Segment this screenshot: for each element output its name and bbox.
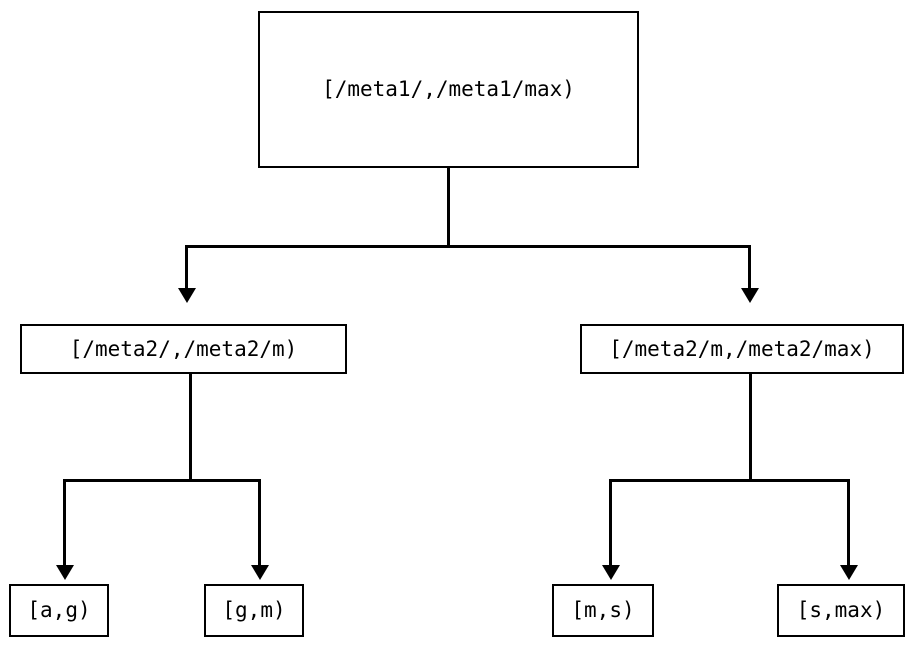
node-leaf-ms[interactable]: [m,s): [552, 584, 654, 637]
arrowhead-right-mid-to-leaf-ms: [602, 565, 620, 580]
connector-root-to-left-mid: [185, 245, 188, 289]
connector-root-to-right-mid: [748, 245, 751, 289]
connector-root-stem: [447, 168, 450, 247]
connector-root-bar: [185, 245, 751, 248]
node-right-mid[interactable]: [/meta2/m,/meta2/max): [580, 324, 904, 374]
node-leaf-gm-label: [g,m): [222, 598, 286, 622]
connector-right-mid-bar: [609, 479, 850, 482]
node-leaf-ag-label: [a,g): [27, 598, 91, 622]
node-left-mid[interactable]: [/meta2/,/meta2/m): [20, 324, 347, 374]
node-leaf-gm[interactable]: [g,m): [204, 584, 304, 637]
connector-right-mid-to-leaf-ms: [609, 479, 612, 566]
node-leaf-smax-label: [s,max): [796, 598, 886, 622]
connector-right-mid-stem: [749, 374, 752, 482]
arrowhead-left-mid-to-leaf-ag: [56, 565, 74, 580]
node-root-label: [/meta1/,/meta1/max): [322, 77, 575, 101]
node-root[interactable]: [/meta1/,/meta1/max): [258, 11, 639, 168]
connector-left-mid-stem: [189, 374, 192, 482]
node-left-mid-label: [/meta2/,/meta2/m): [69, 336, 298, 361]
node-leaf-smax[interactable]: [s,max): [777, 584, 905, 637]
node-leaf-ag[interactable]: [a,g): [9, 584, 109, 637]
arrowhead-root-to-right-mid: [741, 288, 759, 303]
connector-right-mid-to-leaf-smax: [847, 479, 850, 566]
arrowhead-root-to-left-mid: [178, 288, 196, 303]
node-leaf-ms-label: [m,s): [571, 598, 635, 622]
connector-left-mid-to-leaf-ag: [63, 479, 66, 566]
arrowhead-left-mid-to-leaf-gm: [251, 565, 269, 580]
connector-left-mid-to-leaf-gm: [258, 479, 261, 566]
node-right-mid-label: [/meta2/m,/meta2/max): [609, 336, 875, 361]
arrowhead-right-mid-to-leaf-smax: [840, 565, 858, 580]
connector-left-mid-bar: [63, 479, 261, 482]
